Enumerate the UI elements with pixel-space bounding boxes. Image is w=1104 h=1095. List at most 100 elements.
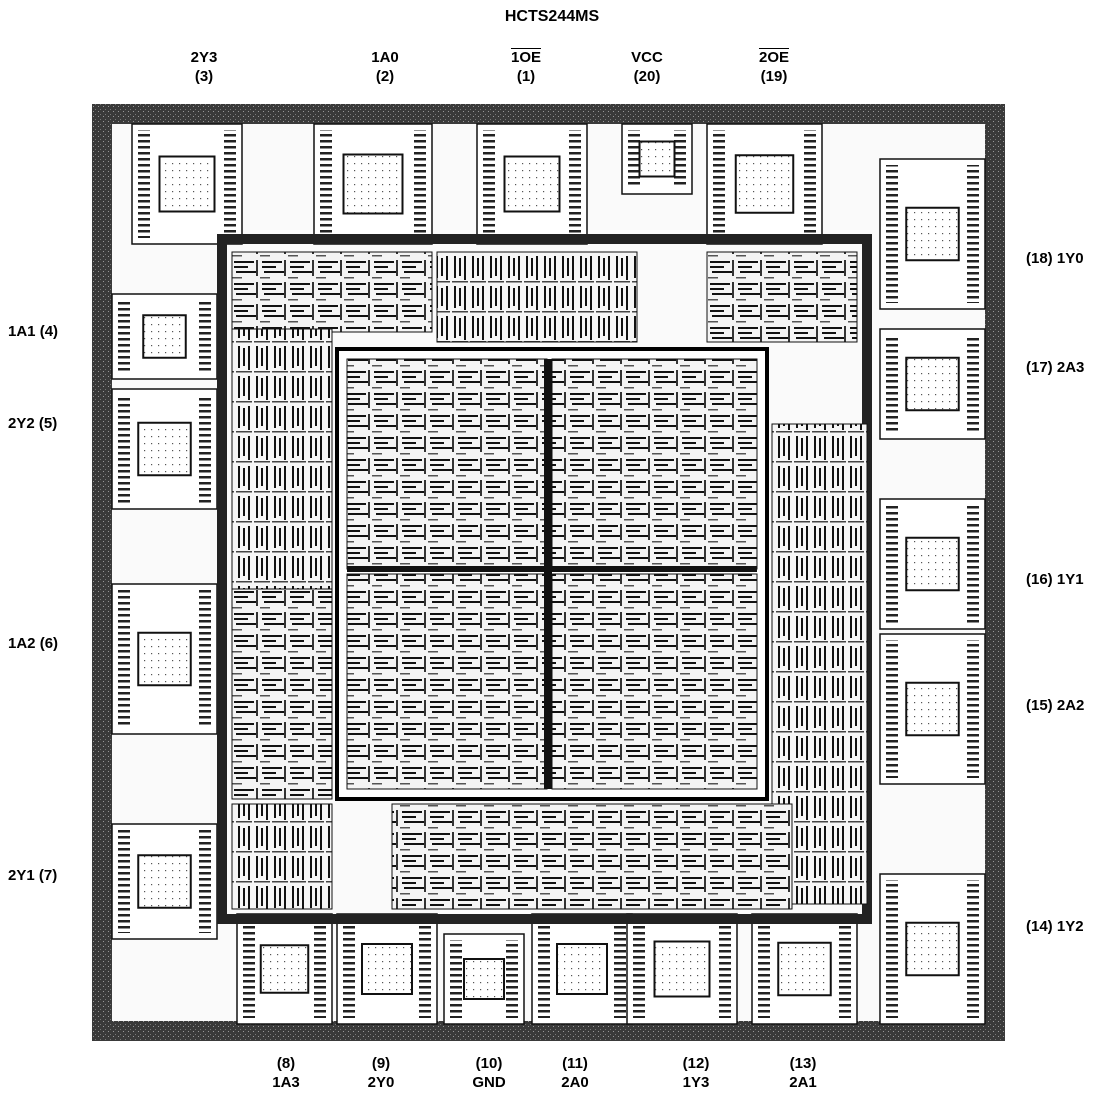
pin-name: 2A1 [789, 1074, 817, 1091]
pin-number: (11) [562, 1055, 588, 1072]
pad-driver [886, 880, 898, 1018]
pin-label-15: (15) 2A2 [1026, 696, 1084, 715]
pad-driver [633, 920, 645, 1018]
pin-label-4: 1A1 (4) [8, 322, 58, 341]
pin-label-5: 2Y2 (5) [8, 414, 57, 433]
pin-label-18: (18) 1Y0 [1026, 249, 1084, 268]
pin-number: (9) [371, 1055, 391, 1072]
core-bus [544, 359, 552, 789]
bond-pad [905, 921, 960, 977]
diagram-title: HCTS244MS [504, 8, 600, 25]
pin-number: (6) [39, 635, 59, 652]
pad-driver [569, 130, 581, 238]
pin-label-10: (10) GND [459, 1054, 519, 1092]
pad-driver [886, 165, 898, 303]
pin-number: (8) [276, 1055, 296, 1072]
pin-label-7: 2Y1 (7) [8, 866, 57, 885]
bond-pad [503, 155, 561, 213]
pad-driver [538, 920, 550, 1018]
bond-pad [137, 421, 192, 477]
pin-label-1: 1OE (1) [496, 48, 556, 86]
pad-driver [199, 395, 211, 503]
pin-label-16: (16) 1Y1 [1026, 570, 1084, 589]
pin-label-9: (9) 2Y0 [351, 1054, 411, 1092]
bond-pad [905, 681, 960, 737]
bond-pad [342, 153, 404, 215]
pin-name: 2A3 [1056, 359, 1085, 376]
bond-pad [137, 854, 192, 909]
pin-name: 2OE [758, 49, 789, 66]
pad-driver [886, 640, 898, 778]
pin-name: 1Y3 [682, 1074, 710, 1091]
pin-name: 1Y1 [1056, 571, 1084, 588]
pin-number: (4) [39, 323, 59, 340]
pin-name: 1A3 [272, 1074, 300, 1091]
peripheral-block [706, 251, 858, 343]
die-layout [92, 104, 1005, 1041]
peripheral-block [231, 803, 333, 910]
pad-driver [886, 335, 898, 433]
pin-label-14: (14) 1Y2 [1026, 917, 1084, 936]
pin-number: (7) [38, 867, 58, 884]
bond-pad [653, 940, 711, 998]
pin-number: (10) [475, 1055, 503, 1072]
bond-pad [905, 356, 960, 412]
pin-label-13: (13) 2A1 [773, 1054, 833, 1092]
pad-driver [886, 505, 898, 623]
pin-label-20: VCC (20) [617, 48, 677, 86]
pad-driver [483, 130, 495, 238]
pin-label-19: 2OE (19) [744, 48, 804, 86]
pin-label-11: (11) 2A0 [545, 1054, 605, 1092]
pad-driver [118, 830, 130, 933]
bond-pad [463, 958, 505, 1000]
peripheral-block [231, 328, 333, 590]
pad-driver [343, 920, 355, 1018]
bond-pad [361, 943, 413, 995]
pad-cell [131, 123, 243, 245]
peripheral-block [231, 251, 433, 333]
pad-driver [199, 590, 211, 728]
pin-name: 2Y2 [8, 415, 35, 432]
pin-name: VCC [631, 49, 663, 66]
pin-number: (16) [1026, 571, 1053, 588]
pad-driver [674, 130, 686, 188]
pad-driver [506, 940, 518, 1018]
pin-name: 1Y0 [1056, 250, 1084, 267]
pin-number: (1) [516, 68, 536, 85]
pin-number: (15) [1026, 697, 1053, 714]
pin-label-2: 1A0 (2) [355, 48, 415, 86]
pin-number: (14) [1026, 918, 1053, 935]
pad-driver [118, 395, 130, 503]
pad-driver [967, 640, 979, 778]
pad-driver [414, 130, 426, 238]
pad-driver [614, 920, 626, 1018]
pin-label-3: 2Y3 (3) [174, 48, 234, 86]
pad-driver [967, 505, 979, 623]
pin-name: 1A2 [8, 635, 36, 652]
pin-name: 2Y3 [190, 49, 218, 66]
pin-number: (18) [1026, 250, 1053, 267]
pin-number: (3) [194, 68, 214, 85]
core-quadrant [551, 358, 758, 570]
pin-name: 2A0 [561, 1074, 589, 1091]
pin-name: GND [472, 1074, 506, 1091]
bond-pad [158, 155, 216, 213]
pin-label-6: 1A2 (6) [8, 634, 58, 653]
pin-name: 1A1 [8, 323, 36, 340]
bond-pad [142, 314, 187, 359]
pad-driver [713, 130, 725, 238]
pad-driver [719, 920, 731, 1018]
bond-pad [638, 140, 676, 178]
pin-label-12: (12) 1Y3 [666, 1054, 726, 1092]
pad-driver [967, 880, 979, 1018]
peripheral-block [231, 588, 333, 800]
pin-name: 2Y0 [367, 1074, 395, 1091]
pad-driver [118, 300, 130, 373]
die-shapes [92, 104, 1005, 1041]
pad-driver [314, 920, 326, 1018]
pin-label-8: (8) 1A3 [256, 1054, 316, 1092]
pin-number: (19) [760, 68, 788, 85]
pin-name: 2Y1 [8, 867, 35, 884]
pad-driver [804, 130, 816, 238]
pad-driver [839, 920, 851, 1018]
